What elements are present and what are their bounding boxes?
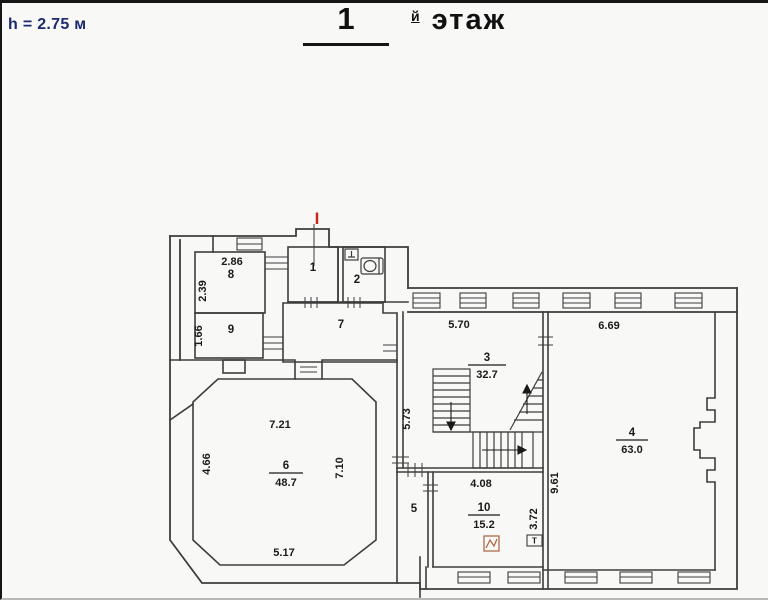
room-6-area: 48.7 bbox=[275, 477, 296, 489]
window-top-4 bbox=[562, 292, 591, 309]
window-top-1 bbox=[412, 292, 441, 309]
room-3-number: 3 bbox=[484, 352, 490, 364]
ceiling-height-note: h = 2.75 м bbox=[8, 16, 87, 33]
dim-9-61: 9.61 bbox=[549, 472, 561, 493]
dim-5-73: 5.73 bbox=[401, 408, 413, 429]
window-top-6 bbox=[674, 292, 703, 309]
room-4-number: 4 bbox=[629, 427, 636, 439]
towel-rail-icon bbox=[526, 534, 543, 547]
door-hatches bbox=[263, 224, 553, 492]
dim-3-72: 3.72 bbox=[528, 508, 540, 529]
window-bottom-3 bbox=[564, 571, 598, 584]
room-6-number: 6 bbox=[283, 460, 289, 472]
sink-icon bbox=[344, 248, 359, 261]
room-10-label: 10 15.2 bbox=[468, 502, 500, 531]
room-1-number: 1 bbox=[310, 262, 317, 274]
window-top-3 bbox=[512, 292, 540, 309]
room-3-label: 3 32.7 bbox=[468, 352, 506, 381]
room-9-number: 9 bbox=[228, 324, 234, 336]
inner-walls bbox=[168, 235, 716, 598]
dim-1-66: 1.66 bbox=[193, 325, 205, 346]
entrance-mark: I bbox=[315, 209, 320, 228]
dim-6-69: 6.69 bbox=[598, 320, 619, 332]
dim-7-10: 7.10 bbox=[334, 457, 346, 478]
towel-rail-label: T bbox=[532, 537, 537, 546]
room-7-number: 7 bbox=[338, 319, 344, 331]
stair-arrows bbox=[446, 383, 532, 455]
room-10-area: 15.2 bbox=[473, 519, 494, 531]
outer-walls bbox=[169, 228, 738, 590]
toilet-icon bbox=[360, 257, 384, 275]
dim-5-17: 5.17 bbox=[273, 547, 294, 559]
window-bottom-4 bbox=[619, 571, 653, 584]
room-5-number: 5 bbox=[411, 503, 418, 515]
room-6-label: 6 48.7 bbox=[269, 460, 303, 489]
dim-4-66: 4.66 bbox=[201, 453, 213, 474]
floor-number-suffix: й bbox=[411, 8, 420, 24]
windows bbox=[236, 237, 711, 584]
room-4-area: 63.0 bbox=[621, 444, 642, 456]
dim-5-70: 5.70 bbox=[448, 319, 469, 331]
window-bottom-1 bbox=[457, 571, 491, 584]
staircase bbox=[432, 368, 543, 469]
room-8-number: 8 bbox=[228, 269, 235, 281]
room-4-label: 4 63.0 bbox=[616, 427, 648, 456]
floor-word: этаж bbox=[431, 4, 507, 36]
window-top-2 bbox=[459, 292, 487, 309]
floor-number: 1 bbox=[303, 2, 389, 46]
window-top-5 bbox=[614, 292, 642, 309]
dim-4-08: 4.08 bbox=[470, 478, 491, 490]
window-bottom-2 bbox=[507, 571, 541, 584]
dim-7-21: 7.21 bbox=[269, 419, 290, 431]
room-3-area: 32.7 bbox=[476, 369, 497, 381]
floor-title: 1 й этаж bbox=[303, 2, 506, 46]
room-10-number: 10 bbox=[478, 502, 491, 514]
room-2-number: 2 bbox=[354, 274, 360, 286]
stove-icon bbox=[483, 535, 500, 552]
room-labels: 8 9 1 2 7 5 3 32.7 4 63.0 6 48.7 10 15.2 bbox=[228, 262, 648, 531]
dim-2-86: 2.86 bbox=[221, 256, 242, 268]
window-bottom-5 bbox=[677, 571, 711, 584]
dimension-labels: 2.86 2.39 1.66 5.70 5.73 6.69 9.61 7.21 … bbox=[193, 256, 620, 559]
dim-2-39: 2.39 bbox=[197, 280, 209, 301]
